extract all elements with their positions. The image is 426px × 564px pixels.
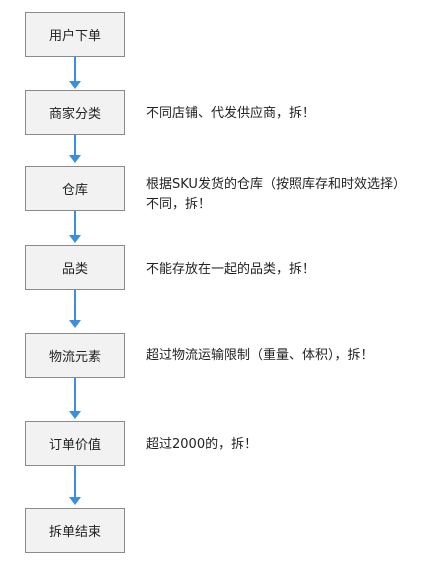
- step-order-value: 订单价值: [25, 421, 125, 466]
- step-order-placed: 用户下单: [25, 12, 125, 57]
- step-logistics: 物流元素: [25, 333, 125, 378]
- step-label: 商家分类: [48, 107, 101, 122]
- note-warehouse: 根据SKU发货的仓库（按照库存和时效选择）不同，拆！: [146, 177, 400, 212]
- note-order-value: 超过2000的，拆！: [146, 437, 258, 452]
- note-merchant-category: 不同店铺、代发供应商，拆！: [146, 106, 316, 121]
- step-category: 品类: [25, 245, 125, 290]
- step-label: 订单价值: [48, 438, 101, 453]
- arrow-2: [69, 135, 81, 163]
- step-label: 仓库: [61, 183, 88, 198]
- step-label: 品类: [61, 262, 88, 277]
- step-label: 物流元素: [48, 350, 101, 365]
- arrow-5: [69, 378, 81, 419]
- step-label: 用户下单: [48, 29, 101, 44]
- note-category: 不能存放在一起的品类，拆！: [146, 262, 316, 277]
- arrow-4: [69, 290, 81, 328]
- note-logistics: 超过物流运输限制（重量、体积），拆！: [146, 348, 374, 363]
- arrow-3: [69, 211, 81, 243]
- arrow-6: [69, 466, 81, 505]
- arrow-1: [69, 57, 81, 89]
- step-split-end: 拆单结束: [25, 508, 125, 553]
- step-warehouse: 仓库: [25, 166, 125, 211]
- step-merchant-category: 商家分类: [25, 90, 125, 135]
- step-label: 拆单结束: [48, 525, 101, 540]
